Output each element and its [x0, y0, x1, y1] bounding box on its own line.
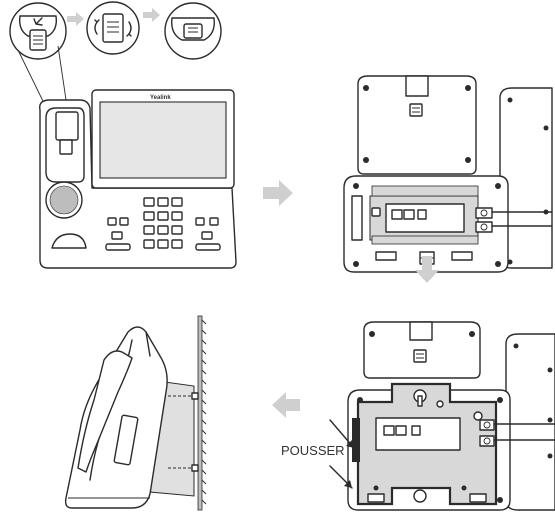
hook-detail-circle-3 [164, 2, 222, 60]
flow-arrow-right [263, 180, 293, 206]
hook-detail-circle-2 [86, 1, 140, 55]
phone-back-view [343, 75, 553, 273]
step-arrow-2 [143, 8, 160, 22]
wall-mounted-side-view [64, 315, 207, 511]
flow-arrow-down [415, 256, 439, 283]
phone-front-view: Yealink [39, 89, 237, 269]
push-arrow-bottom [329, 465, 353, 489]
push-arrow-top [329, 419, 355, 449]
push-label: POUSSER [281, 443, 345, 458]
hook-detail-circle-1 [9, 2, 67, 60]
step-arrow-1 [67, 12, 84, 26]
phone-back-view-bracket [347, 321, 555, 511]
brand-logo: Yealink [150, 95, 171, 101]
flow-arrow-left [272, 392, 300, 418]
